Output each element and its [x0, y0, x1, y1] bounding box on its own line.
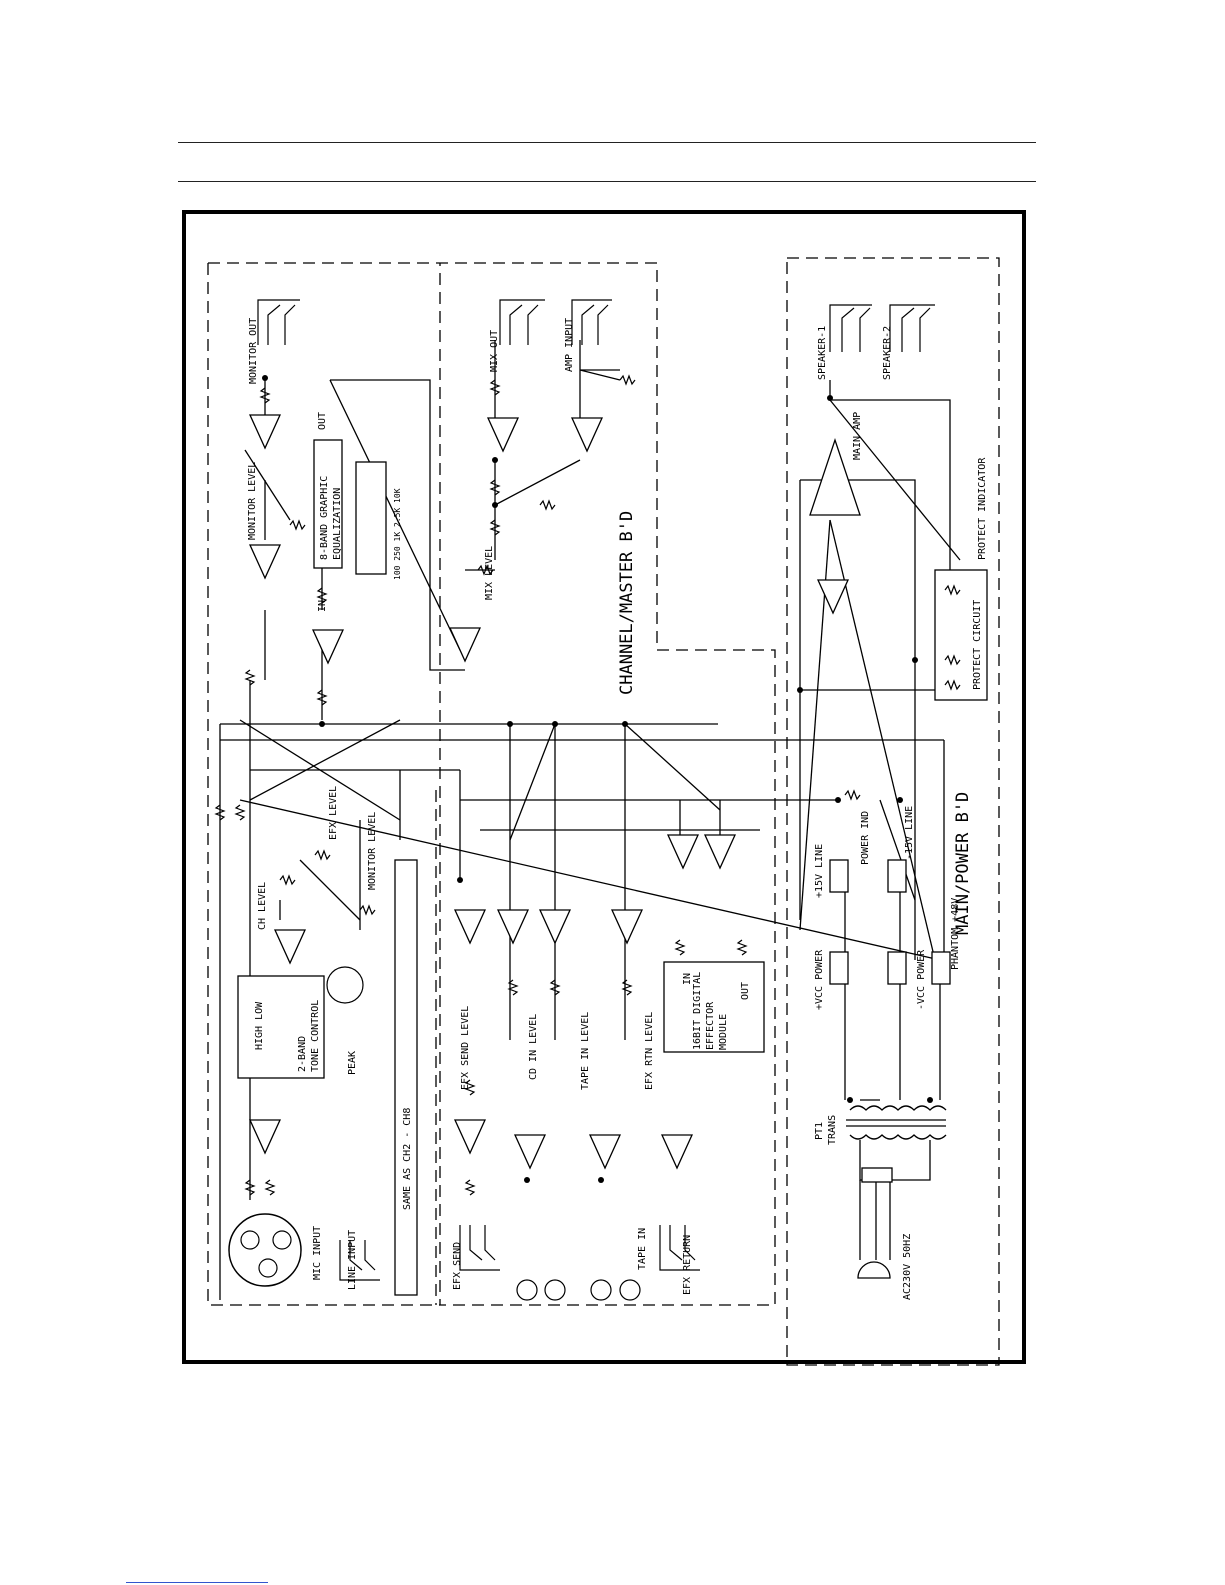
- opamp-efx-out: [666, 834, 700, 870]
- opamp-cd-in: [496, 909, 530, 945]
- efx-send-label: EFX SEND: [452, 1242, 463, 1290]
- amp-input-label: AMP INPUT: [564, 318, 575, 372]
- ac-plug-symbol: [857, 1261, 891, 1279]
- effector-label-3: MODULE: [718, 1014, 729, 1050]
- protect-circuit-box: [934, 569, 988, 701]
- ch-level-label: CH LEVEL: [257, 882, 268, 930]
- cd-in-level-label: CD IN LEVEL: [528, 1014, 539, 1080]
- phantom-label: PHANTOM +48V: [950, 898, 961, 970]
- footer-link-underline[interactable]: [126, 1582, 268, 1583]
- efx-return-label: EFX RETURN: [682, 1235, 693, 1295]
- main-power-region: [786, 257, 1000, 1366]
- ac-plug-box: [861, 1167, 893, 1183]
- effector-in-label: IN: [682, 973, 693, 985]
- same-as-box: [394, 859, 418, 1296]
- high-low-label: HIGH LOW: [254, 1001, 265, 1050]
- transformer-secondary: [849, 1134, 947, 1140]
- geq-subtitle: EQUALIZATION: [332, 488, 343, 560]
- tape-in-jack-1: [590, 1279, 612, 1301]
- speaker-2-label: SPEAKER-2: [882, 326, 893, 380]
- effector-box: [663, 961, 765, 1053]
- main-amp-triangle: [809, 437, 861, 516]
- effector-out-label: OUT: [740, 982, 751, 1000]
- cd-in-jack-2: [544, 1279, 566, 1301]
- mix-out-label: MIX OUT: [489, 330, 500, 372]
- efx-rtn-level-label: EFX RTN LEVEL: [644, 1012, 655, 1090]
- geq-title: 8-BAND GRAPHIC: [319, 476, 330, 560]
- geq-in-label: IN: [317, 600, 328, 612]
- monitor-level-label: MONITOR LEVEL: [247, 462, 258, 540]
- channel-strip-region: [207, 263, 440, 1306]
- efx-send-level-label: EFX SEND LEVEL: [460, 1006, 471, 1090]
- protect-indicator-label: PROTECT INDICATOR: [977, 457, 988, 560]
- minusvcc-label: -VCC POWER: [916, 949, 927, 1010]
- transformer-primary: [849, 1105, 947, 1111]
- efx-level-label: EFX LEVEL: [328, 786, 339, 840]
- plusvcc-box: [829, 951, 849, 985]
- power-ind-label: POWER IND: [860, 811, 871, 865]
- tape-in-label: TAPE IN: [637, 1228, 648, 1270]
- minus15v-box: [887, 859, 907, 893]
- pt1-label: PT1: [814, 1122, 825, 1140]
- opamp-geq-in: [311, 629, 345, 665]
- diagram-frame: [182, 210, 1026, 1364]
- opamp-ch-level: [273, 929, 307, 965]
- opamp-tape-buf: [588, 1134, 622, 1170]
- peak-label: PEAK: [347, 1051, 358, 1075]
- speaker-1-label: SPEAKER-1: [817, 326, 828, 380]
- effector-label-2: EFFECTOR: [705, 1001, 716, 1050]
- minusvcc-box: [887, 951, 907, 985]
- tone-control-box: [237, 975, 325, 1079]
- opamp-ch-input: [248, 1119, 282, 1155]
- opamp-monitor-in: [248, 544, 282, 580]
- line-input-label: LINE INPUT: [347, 1230, 358, 1290]
- geq-box: [313, 439, 343, 569]
- opamp-mix-level: [448, 627, 482, 663]
- minus15v-label: -15V LINE: [904, 806, 915, 860]
- tone-control-label-1: 2-BAND: [297, 1036, 308, 1072]
- mic-input-label: MIC INPUT: [312, 1226, 323, 1280]
- tone-control-label-2: TONE CONTROL: [310, 1000, 321, 1072]
- opamp-protect: [816, 579, 850, 615]
- opamp-efx-send: [453, 909, 487, 945]
- monitor-out-label: MONITOR OUT: [248, 318, 259, 384]
- channel-master-board-label: CHANNEL/MASTER B'D: [617, 511, 637, 695]
- peak-led: [326, 966, 364, 1004]
- opamp-tape-in: [538, 909, 572, 945]
- monitor-level-ch-label: MONITOR LEVEL: [367, 812, 378, 890]
- cd-in-jack-1: [516, 1279, 538, 1301]
- geq-out-label: OUT: [317, 412, 328, 430]
- plusvcc-label: +VCC POWER: [814, 949, 825, 1010]
- tape-in-jack-2: [619, 1279, 641, 1301]
- phantom-box: [931, 951, 951, 985]
- opamp-amp-input: [570, 417, 604, 453]
- opamp-mix-out: [486, 417, 520, 453]
- main-amp-label: MAIN AMP: [852, 412, 863, 460]
- opamp-monitor-out: [248, 414, 282, 450]
- plus15v-box: [829, 859, 849, 893]
- header-rule-top: [178, 142, 1036, 143]
- protect-circuit-label: PROTECT CIRCUIT: [972, 600, 983, 690]
- geq-sliders-box: [355, 461, 387, 575]
- opamp-efx-fb: [703, 834, 737, 870]
- opamp-rtn-buf: [660, 1134, 694, 1170]
- same-as-label: SAME AS CH2 - CH8: [402, 1108, 413, 1210]
- tape-in-level-label: TAPE IN LEVEL: [580, 1012, 591, 1090]
- effector-label-1: 16BIT DIGITAL: [692, 972, 703, 1050]
- main-power-board-label: MAIN/POWER B'D: [953, 792, 973, 935]
- geq-bands: 100 250 1K 2.5K 10K: [393, 488, 402, 580]
- plus15v-label: +15V LINE: [814, 844, 825, 898]
- opamp-cd-buf: [513, 1134, 547, 1170]
- ac-input-label: AC230V 50HZ: [902, 1234, 913, 1300]
- header-rule-bottom: [178, 181, 1036, 182]
- opamp-efx-return: [610, 909, 644, 945]
- opamp-efx-send-buf: [453, 1119, 487, 1155]
- mix-level-label: MIX LEVEL: [484, 546, 495, 600]
- trans-label: TRANS: [827, 1115, 838, 1145]
